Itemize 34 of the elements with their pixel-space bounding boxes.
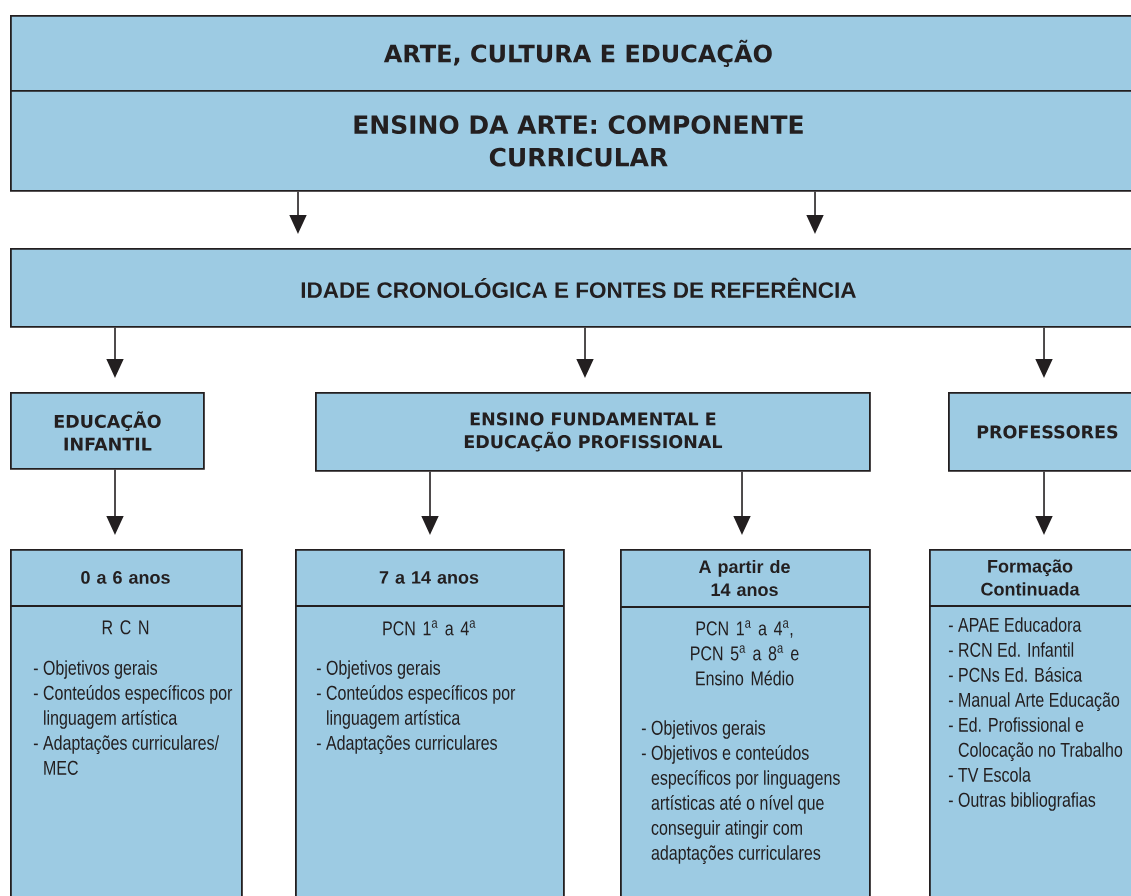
column-box	[294, 549, 565, 896]
column-box	[619, 549, 871, 896]
column-box	[928, 549, 1131, 896]
category-box: ENSINO FUNDAMENTAL E EDUCAÇÃO PROFISSIONAL	[315, 392, 871, 472]
list-item: - Objetivos e conteúdos específicos por linguagens artísticas até o nível que conseguir atingir com adaptações curriculares	[641, 744, 840, 864]
heading-band: IDADE CRONOLÓGICA E FONTES DE REFERÊNCIA	[10, 248, 1131, 328]
list-item: - Conteúdos específicos por linguagem artística	[316, 684, 516, 729]
column-heading: A partir de 14 anos	[698, 559, 790, 597]
node-label: ENSINO DA ARTE: COMPONENTE CURRICULAR	[354, 115, 803, 167]
list-item: - Conteúdos específicos por linguagem artística	[33, 684, 233, 729]
category-box: EDUCAÇÃO INFANTIL	[10, 392, 205, 470]
list-item: - APAE Educadora	[948, 617, 1082, 632]
list-item: - Outras bibliografias	[948, 792, 1096, 811]
column-box	[9, 549, 243, 896]
list-item: - Objetivos gerais	[33, 660, 158, 679]
heading-band: ENSINO DA ARTE: COMPONENTE CURRICULAR	[10, 90, 1131, 192]
list-item: - RCN Ed. Infantil	[948, 642, 1074, 657]
column-heading: 7 a 14 anos	[379, 571, 479, 584]
title-band: ARTE, CULTURA E EDUCAÇÃO	[10, 15, 1131, 92]
list-item: - Adaptações curriculares	[316, 735, 497, 754]
list-item: - Adaptações curriculares/ MEC	[33, 735, 219, 775]
node-label: ARTE, CULTURA E EDUCAÇÃO	[383, 39, 772, 67]
list-item: - PCNs Ed. Básica	[948, 666, 1083, 682]
list-item: - Manual Arte Educação	[948, 692, 1120, 711]
subheading: R C N	[102, 620, 149, 635]
column-heading: 0 a 6 anos	[81, 571, 170, 584]
category-box: PROFESSORES	[948, 392, 1131, 472]
list-item: - Objetivos gerais	[316, 660, 441, 679]
column-heading: Formação Continuada	[981, 559, 1080, 596]
list-item: - Ed. Profissional e Colocação no Trabalho	[948, 717, 1123, 761]
list-item: - Objetivos gerais	[641, 720, 766, 739]
list-item: - TV Escola	[948, 767, 1031, 782]
subheading: PCN 1$^{a}$ a 4$^{a}$, PCN 5$^{a}$ a 8$^{a}$ e Ensino Médio	[691, 620, 799, 686]
subheading: PCN 1$^{a}$ a 4$^{a}$	[383, 620, 476, 636]
